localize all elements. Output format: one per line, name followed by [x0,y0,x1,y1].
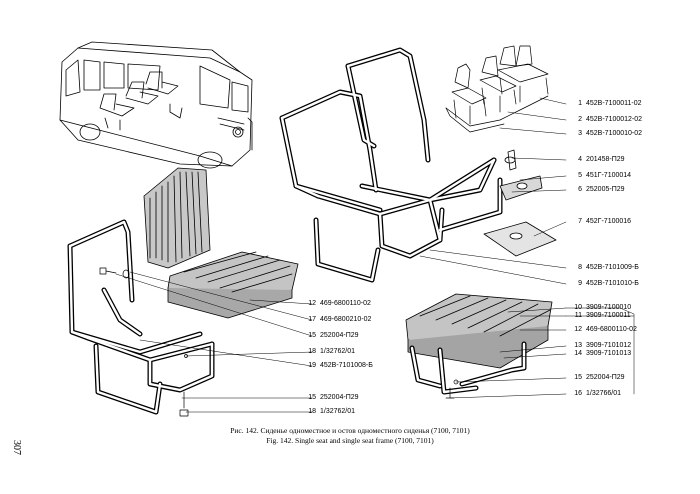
callout-number: 15 [308,394,316,401]
callout-number: 12 [574,326,582,333]
callout-number: 3 [578,130,582,137]
callout-code: 252004-П29 [320,394,359,401]
van-illustration [59,41,253,169]
callout-code: 1/32766/01 [586,390,622,397]
callout-code: 1/32762/01 [320,348,356,355]
callout-code: 1/32762/01 [320,408,356,415]
callout-code: 252004-П29 [586,374,625,381]
leader-lines [115,97,635,413]
callout-code: 252005-П29 [586,186,625,193]
callout-code: 469-6800110-02 [320,300,371,307]
callout-code: 3909-7101012 [586,342,632,349]
callout-number: 9 [578,280,582,287]
callout-number: 14 [574,350,582,357]
callout-code: 452В-7100012-02 [586,116,643,123]
callout-code: 469-6800210-02 [320,316,372,323]
backrest-cushion [143,167,211,269]
callout-code: 452В-7100010-02 [586,130,643,137]
callout-code: 452В-7100011-02 [586,100,642,107]
callout-number: 13 [574,342,582,349]
callout-number: 4 [578,156,582,163]
seat-cushion-left [167,251,299,319]
callout-number: 7 [578,218,582,225]
callout-number: 18 [308,348,316,355]
callout-number: 16 [574,390,582,397]
callout-number: 19 [308,362,316,369]
callout-number: 5 [578,172,582,179]
callout-code: 3909-7100010 [586,304,632,311]
callout-code: 3909-7101013 [586,350,632,357]
figure-caption-ru: Рис. 142. Сиденье одноместное и остов од… [230,426,470,435]
callout-code: 452В-7101009-Б [586,264,639,271]
callout-number: 17 [308,316,316,323]
callout-number: 18 [308,408,316,415]
callout-number: 12 [308,300,316,307]
callout-number: 15 [308,332,316,339]
callout-code: 451Г-7100014 [586,172,632,179]
bracket-parts [483,149,557,257]
callout-code: 469-6800110-02 [586,326,637,333]
figure-caption-en: Fig. 142. Single seat and single seat fr… [266,436,434,445]
callout-code: 452В-7101010-Б [586,280,639,287]
callout-number: 1 [578,100,582,107]
left-fasteners [99,267,189,417]
callout-number: 15 [574,374,582,381]
callout-code: 452В-7101008-Б [320,362,373,369]
callout-number: 10 [574,304,582,311]
callout-number: 6 [578,186,582,193]
callout-code: 452Г-7100016 [586,218,632,225]
seat-cushion-right [405,293,553,369]
double-seat-frame [279,47,503,283]
page-number: 307 [11,440,22,455]
callout-code: 3909-7100011 [586,312,631,319]
callout-number: 2 [578,116,582,123]
seat-group-illustration [445,45,549,133]
callout-number: 11 [574,312,582,319]
callout-code: 201458-П29 [586,156,625,163]
callout-number: 8 [578,264,582,271]
callout-code: 252004-П29 [320,332,359,339]
